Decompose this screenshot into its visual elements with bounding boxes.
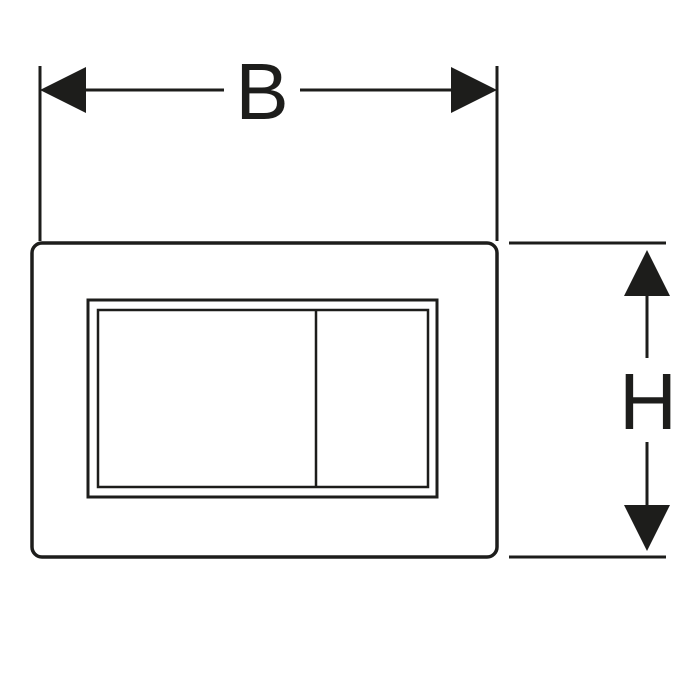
dimension-b-arrow-right: [451, 67, 497, 113]
dimension-height: H: [509, 241, 677, 559]
button-frame-outer: [86, 298, 439, 499]
plate-outline: [30, 241, 499, 559]
dimension-h-arrow-down: [624, 505, 670, 551]
dimension-h-label: H: [619, 357, 677, 446]
dimension-b-label: B: [235, 47, 288, 136]
dimension-h-arrow-up: [624, 250, 670, 296]
flush-plate: [30, 241, 499, 559]
dimension-b-arrow-left: [40, 67, 86, 113]
button-frame-inner: [96, 308, 430, 489]
dimension-width: B: [38, 47, 499, 241]
